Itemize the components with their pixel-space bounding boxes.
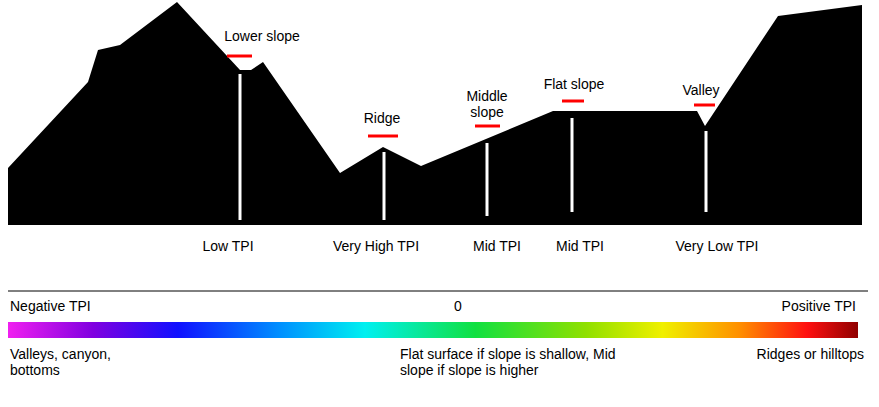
measure-line (383, 152, 386, 220)
red-marker (368, 135, 398, 138)
red-marker (694, 104, 715, 107)
measure-line (571, 118, 574, 212)
slope-label: Ridge (364, 110, 401, 126)
slope-label: Flat slope (544, 76, 605, 92)
scale-label: Positive TPI (782, 298, 856, 314)
red-marker (475, 125, 500, 128)
slope-label: Valley (682, 82, 719, 98)
red-markers (227, 56, 715, 136)
tpi-class: Mid TPI (556, 238, 604, 254)
terrain-profile (8, 2, 862, 225)
scale-label: 0 (454, 298, 462, 314)
red-marker (562, 100, 584, 103)
color-ramp (8, 322, 858, 338)
slope-label: Middle slope (459, 88, 515, 120)
scale-line (8, 291, 868, 292)
measure-line (486, 143, 489, 216)
tpi-class: Mid TPI (473, 238, 521, 254)
measure-line (239, 74, 242, 220)
ramp-note: Ridges or hilltops (757, 346, 864, 362)
slope-label: Lower slope (224, 28, 300, 44)
tpi-class: Very Low TPI (675, 238, 758, 254)
ramp-note: Valleys, canyon, bottoms (10, 346, 160, 378)
tpi-class: Low TPI (202, 238, 253, 254)
ramp-note: Flat surface if slope is shallow, Mid sl… (400, 346, 620, 378)
measure-line (705, 131, 708, 212)
tpi-class: Very High TPI (333, 238, 419, 254)
scale-label: Negative TPI (10, 298, 91, 314)
measure-lines (240, 74, 706, 220)
red-marker (227, 55, 252, 58)
